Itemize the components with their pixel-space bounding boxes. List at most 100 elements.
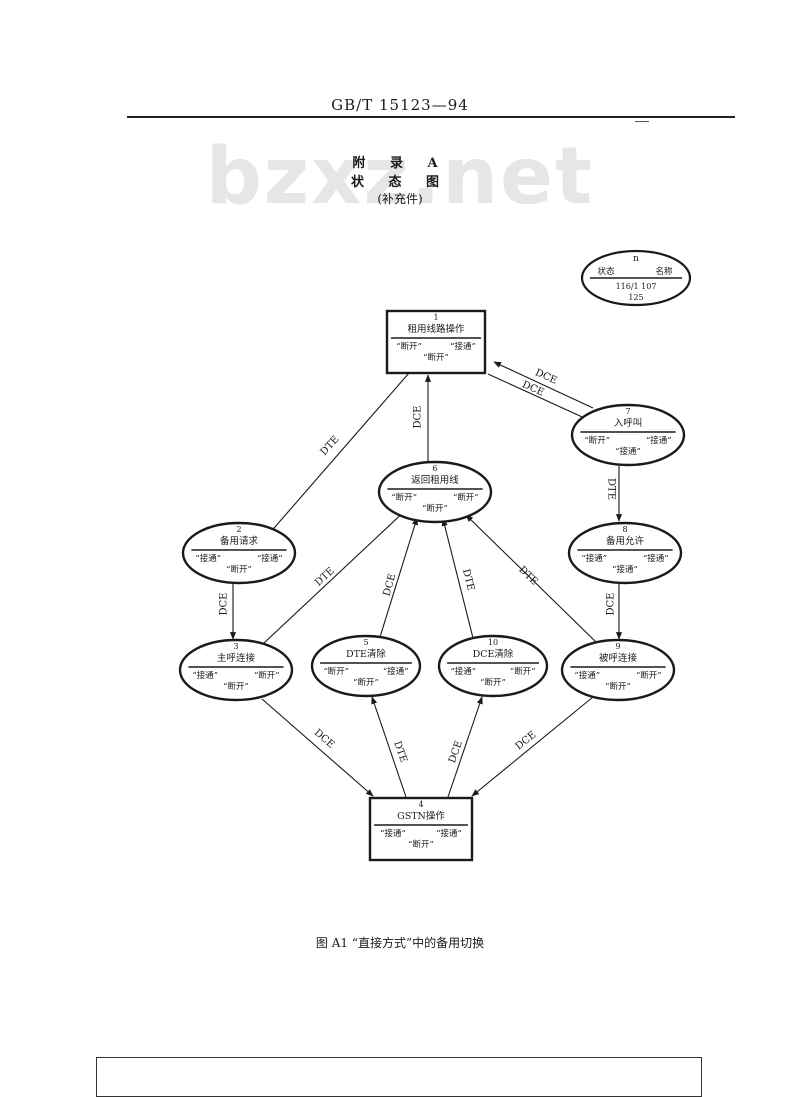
transition-s9-s6: DTE bbox=[465, 514, 598, 644]
transition-s6-s1: DCE bbox=[413, 374, 432, 463]
transition-s9-s4: DCE bbox=[471, 696, 594, 797]
state-box bbox=[368, 796, 474, 862]
transition-arrow bbox=[379, 517, 418, 638]
transition-s4-s10: DCE bbox=[447, 696, 483, 798]
state-bottom-value: “接通” bbox=[612, 564, 638, 575]
state-number: 6 bbox=[432, 464, 437, 473]
state-bottom-value: “断开” bbox=[422, 503, 448, 514]
figure-caption: 图 A1 “直接方式”中的备用切换 bbox=[315, 936, 485, 950]
legend-ref-line1: 116/1 107 bbox=[616, 282, 657, 291]
state-bottom-value: “断开” bbox=[353, 677, 379, 688]
transition-s1-s2: DTE bbox=[267, 372, 410, 536]
transition-arrow bbox=[471, 696, 594, 797]
state-number: 1 bbox=[433, 313, 438, 322]
state-name: 被呼连接 bbox=[599, 652, 638, 664]
transition-arrow bbox=[263, 507, 409, 644]
state-name: 备用请求 bbox=[220, 535, 259, 547]
state-name: DCE清除 bbox=[473, 648, 514, 660]
watermark: bzxz.net bbox=[205, 132, 595, 222]
transition-s2-s3: DCE bbox=[219, 584, 237, 640]
transition-arrow bbox=[493, 361, 594, 409]
state-left-value: “接通” bbox=[380, 828, 406, 839]
transition-arrow bbox=[465, 514, 598, 644]
state-name: GSTN操作 bbox=[397, 810, 445, 822]
state-right-value: “接通” bbox=[646, 435, 672, 446]
state-ellipse bbox=[560, 638, 676, 702]
state-bottom-value: “断开” bbox=[480, 677, 506, 688]
state-right-value: “断开” bbox=[510, 666, 536, 677]
state-right-value: “接通” bbox=[383, 666, 409, 677]
state-number: 9 bbox=[615, 642, 620, 651]
transition-s4-s5: DTE bbox=[371, 696, 409, 798]
state-name: 入呼叫 bbox=[614, 418, 643, 429]
transition-arrow bbox=[487, 373, 592, 422]
transition-label: DCE bbox=[447, 739, 465, 764]
transition-label: DCE bbox=[520, 379, 545, 398]
annex-subtitle: 状 态 图 bbox=[350, 175, 450, 190]
state-left-value: “接通” bbox=[574, 670, 600, 681]
transition-label: DTE bbox=[460, 568, 476, 592]
state-ellipse bbox=[570, 403, 686, 467]
state-ellipse bbox=[310, 634, 422, 698]
state-number: 10 bbox=[488, 638, 498, 647]
legend-state-label: 状态 bbox=[597, 266, 615, 277]
header-rule bbox=[127, 116, 735, 118]
transition-s5-s6: DCE bbox=[379, 517, 418, 638]
state-right-value: “接通” bbox=[450, 341, 476, 352]
state-ellipse bbox=[181, 521, 297, 585]
transition-label: DCE bbox=[413, 406, 424, 429]
state-name: 租用线路操作 bbox=[407, 323, 465, 335]
state-left-value: “断开” bbox=[323, 666, 349, 677]
transition-arrow bbox=[441, 518, 474, 639]
footer-frame bbox=[96, 1057, 702, 1097]
state-bottom-value: “断开” bbox=[223, 681, 249, 692]
transition-arrow bbox=[447, 696, 483, 798]
state-name: 备用允许 bbox=[606, 535, 645, 547]
legend-ref-line2: 125 bbox=[628, 293, 643, 302]
state-name: 主呼连接 bbox=[217, 652, 256, 664]
state-right-value: “接通” bbox=[257, 553, 283, 564]
state-left-value: “断开” bbox=[396, 341, 422, 352]
transition-s10-s6: DTE bbox=[441, 518, 476, 639]
state-number: 4 bbox=[418, 800, 423, 809]
transition-label: DCE bbox=[606, 593, 617, 616]
state-left-value: “断开” bbox=[584, 435, 610, 446]
header-tick bbox=[635, 121, 649, 122]
state-bottom-value: “断开” bbox=[408, 839, 434, 850]
state-right-value: “接通” bbox=[436, 828, 462, 839]
state-number: 5 bbox=[363, 638, 368, 647]
state-left-value: “接通” bbox=[581, 553, 607, 564]
transition-s1-s7: DCE bbox=[487, 373, 592, 422]
state-number: 3 bbox=[233, 642, 238, 651]
transition-label: DTE bbox=[606, 478, 617, 500]
transition-s8-s9: DCE bbox=[606, 584, 623, 640]
standard-header: GB/T 15123—94 bbox=[331, 96, 469, 114]
state-bottom-value: “断开” bbox=[605, 681, 631, 692]
state-left-value: “断开” bbox=[391, 492, 417, 503]
state-name: DTE清除 bbox=[346, 648, 386, 660]
transition-label: DCE bbox=[219, 593, 230, 616]
state-number: 2 bbox=[236, 525, 241, 534]
state-bottom-value: “断开” bbox=[226, 564, 252, 575]
state-left-value: “接通” bbox=[195, 553, 221, 564]
state-left-value: “接通” bbox=[192, 670, 218, 681]
state-right-value: “断开” bbox=[453, 492, 479, 503]
annex-title: 附 录 A bbox=[352, 156, 448, 171]
state-left-value: “接通” bbox=[450, 666, 476, 677]
transition-label: DCE bbox=[514, 729, 539, 752]
annex-note: (补充件) bbox=[377, 192, 423, 206]
transition-arrow bbox=[261, 698, 374, 797]
state-number: 7 bbox=[625, 407, 630, 416]
transition-s7-s1: DCE bbox=[493, 361, 594, 409]
state-right-value: “断开” bbox=[254, 670, 280, 681]
state-ellipse bbox=[437, 634, 549, 698]
transition-s3-s4: DCE bbox=[261, 698, 374, 797]
